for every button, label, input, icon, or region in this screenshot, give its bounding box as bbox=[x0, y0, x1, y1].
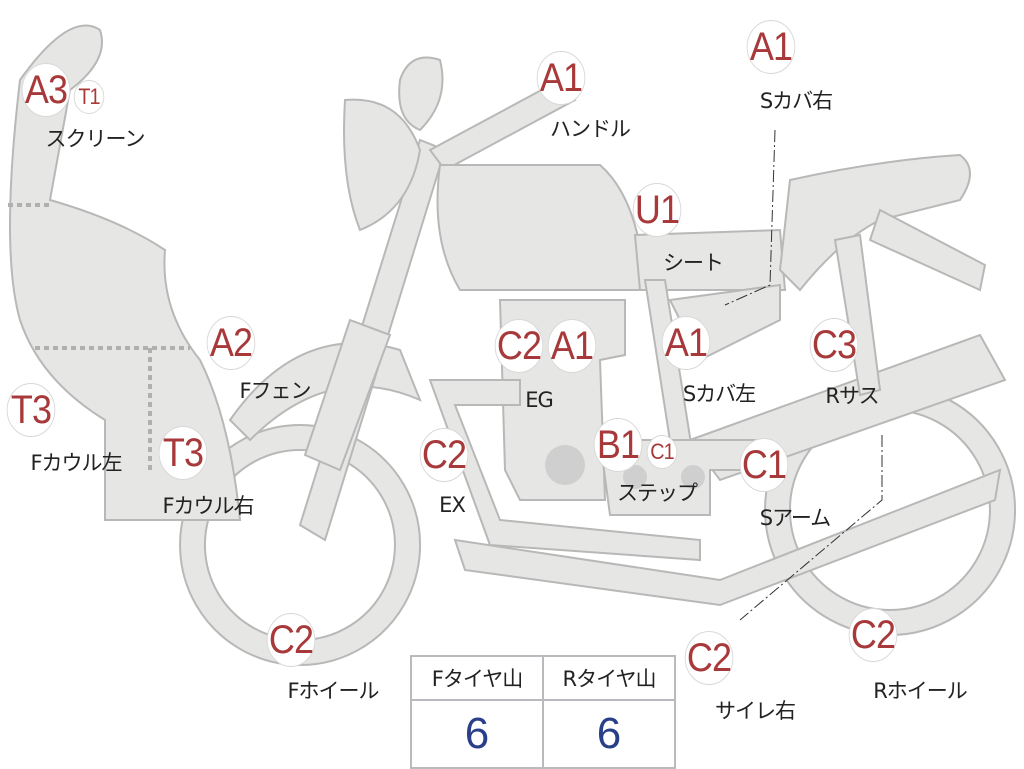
front-tire-header: Fタイヤ山 bbox=[410, 655, 544, 701]
code-badge: C2 bbox=[266, 613, 316, 667]
part-label: サイレ右 bbox=[715, 699, 796, 723]
tail-rail bbox=[868, 208, 987, 292]
code-badge: A1 bbox=[661, 316, 711, 370]
code-badge: A1 bbox=[536, 51, 586, 105]
code-badge: A3 bbox=[21, 63, 71, 117]
part-label: Fカウル左 bbox=[30, 451, 122, 475]
code-badge: C1 bbox=[646, 435, 678, 469]
rear-tire-header: Rタイヤ山 bbox=[542, 655, 676, 701]
code-badge: C2 bbox=[419, 428, 469, 482]
code-badge: C2 bbox=[848, 608, 898, 662]
code-badge: T3 bbox=[158, 426, 208, 480]
code-badge: A1 bbox=[547, 319, 597, 373]
code-badge: B1 bbox=[593, 418, 643, 472]
code-badge: T3 bbox=[6, 383, 56, 437]
part-label: Rホイール bbox=[873, 679, 968, 703]
part-label: スクリーン bbox=[45, 127, 146, 151]
part-label: ハンドル bbox=[550, 117, 631, 141]
code-badge: C2 bbox=[494, 319, 544, 373]
windscreen bbox=[9, 24, 242, 521]
rear-tire-value: 6 bbox=[542, 699, 676, 769]
part-label: ステップ bbox=[617, 481, 698, 505]
part-label: EX bbox=[439, 493, 466, 517]
exhaust-pipe bbox=[428, 379, 701, 562]
part-label: EG bbox=[525, 388, 554, 412]
headlight bbox=[343, 98, 422, 232]
part-label: シート bbox=[663, 251, 724, 275]
code-badge: A1 bbox=[746, 20, 796, 74]
part-label: Sアーム bbox=[759, 506, 831, 530]
tire-tread-table: Fタイヤ山 Rタイヤ山 6 6 bbox=[410, 655, 676, 769]
code-badge: C3 bbox=[809, 318, 859, 372]
part-label: Fカウル右 bbox=[162, 494, 254, 518]
rear-shock bbox=[833, 233, 882, 397]
part-label: Sカバ左 bbox=[682, 382, 756, 406]
code-badge: A2 bbox=[206, 316, 256, 370]
exhaust-lower bbox=[453, 468, 1002, 607]
seat bbox=[633, 228, 787, 291]
fork-lower bbox=[303, 318, 392, 472]
code-badge: T1 bbox=[73, 80, 105, 114]
part-label: Fホイール bbox=[287, 679, 379, 703]
code-badge: C1 bbox=[739, 438, 789, 492]
part-label: Sカバ右 bbox=[759, 89, 833, 113]
fuel-tank bbox=[436, 164, 647, 291]
mirror bbox=[398, 56, 444, 132]
part-label: Fフェン bbox=[239, 379, 311, 403]
code-badge: U1 bbox=[632, 183, 682, 237]
front-tire-value: 6 bbox=[410, 699, 544, 769]
code-badge: C2 bbox=[684, 631, 734, 685]
part-label: Rサス bbox=[825, 384, 879, 408]
